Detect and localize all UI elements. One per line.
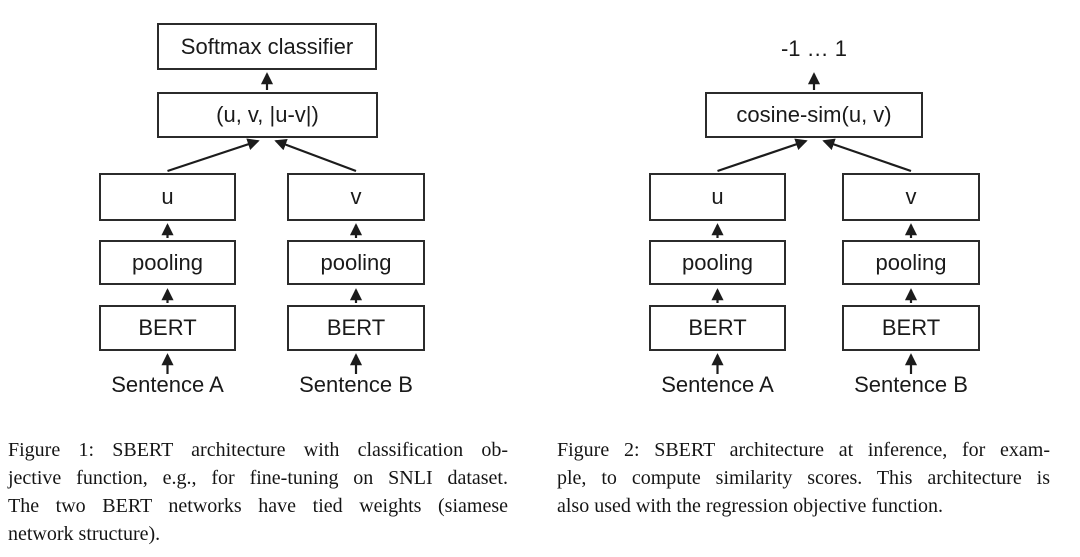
figure1-caption: Figure 1: SBERT architecture with classi…: [8, 436, 508, 548]
fig2-bert-a-box: BERT: [649, 305, 786, 351]
figure1-caption-line-2: jective function, e.g., for fine-tuning …: [8, 467, 508, 489]
figure1-caption-line-1: Figure 1: SBERT architecture with classi…: [8, 439, 508, 461]
fig2-pooling-b-box: pooling: [842, 240, 980, 285]
fig1-v-box: v: [287, 173, 425, 221]
fig2-cosine-sim-box: cosine-sim(u, v): [705, 92, 923, 138]
fig2-u-box: u: [649, 173, 786, 221]
figure2-caption-line-1: Figure 2: SBERT architecture at inferenc…: [557, 439, 1050, 461]
fig2-v-box: v: [842, 173, 980, 221]
fig1-sentence-b-label: Sentence B: [299, 372, 413, 397]
fig1-bert-b-box: BERT: [287, 305, 425, 351]
fig1-u-box: u: [99, 173, 236, 221]
fig2-sentence-b-label: Sentence B: [854, 372, 968, 397]
fig2-output-range-label: -1 … 1: [780, 36, 848, 61]
fig2-sentence-a-label: Sentence A: [661, 372, 774, 397]
fig1-softmax-classifier-box: Softmax classifier: [157, 23, 377, 70]
fig1-arrow-u-to-concat: [167, 138, 260, 173]
figure2-caption-line-3: also used with the regression objective …: [557, 495, 944, 517]
fig2-bert-b-box: BERT: [842, 305, 980, 351]
figure2-caption: Figure 2: SBERT architecture at inferenc…: [557, 436, 1050, 520]
fig2-pooling-a-box: pooling: [649, 240, 786, 285]
fig2-arrow-v-to-cosine: [822, 138, 912, 173]
fig2-arrow-u-to-cosine: [717, 138, 808, 173]
fig1-pooling-b-box: pooling: [287, 240, 425, 285]
figure1-caption-line-3: The two BERT networks have tied weights …: [8, 495, 508, 517]
figure2-caption-line-2: ple, to compute similarity scores. This …: [557, 467, 1050, 489]
fig1-pooling-a-box: pooling: [99, 240, 236, 285]
fig1-bert-a-box: BERT: [99, 305, 236, 351]
figure1-caption-line-4: network structure).: [8, 523, 161, 545]
fig1-concat-box: (u, v, |u-v|): [157, 92, 378, 138]
fig1-sentence-a-label: Sentence A: [111, 372, 224, 397]
fig1-arrow-v-to-concat: [274, 138, 357, 173]
